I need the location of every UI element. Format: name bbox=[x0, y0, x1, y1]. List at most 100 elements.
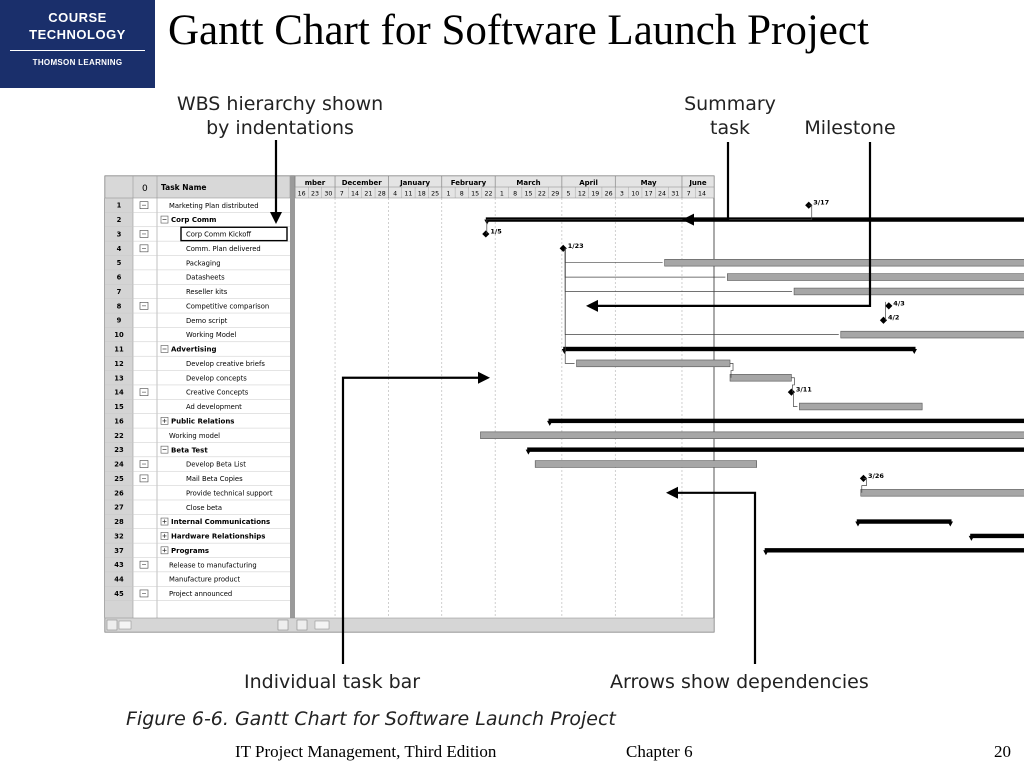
week-tick-label: 23 bbox=[311, 191, 319, 198]
dependency-arrow bbox=[486, 204, 813, 234]
month-label: April bbox=[579, 179, 598, 187]
week-tick-label: 5 bbox=[567, 191, 571, 198]
task-name: Programs bbox=[171, 547, 209, 555]
scroll-thumb-chart[interactable] bbox=[314, 620, 330, 630]
callout-wbs-hierarchy: WBS hierarchy shown by indentations bbox=[165, 92, 395, 140]
row-id: 3 bbox=[117, 230, 122, 238]
chart-scroll-left-button[interactable] bbox=[296, 619, 308, 631]
summary-bar bbox=[856, 519, 952, 524]
task-name: Develop creative briefs bbox=[186, 360, 265, 368]
week-tick-label: 8 bbox=[513, 191, 517, 198]
task-name: Creative Concepts bbox=[186, 389, 249, 397]
row-id: 32 bbox=[114, 532, 124, 540]
task-name: Ad development bbox=[186, 403, 242, 411]
task-name: Working model bbox=[169, 432, 220, 440]
week-tick-label: 22 bbox=[538, 191, 546, 198]
scroll-left-button[interactable] bbox=[106, 619, 118, 631]
task-name: Mail Beta Copies bbox=[186, 475, 243, 483]
task-name: Marketing Plan distributed bbox=[169, 202, 259, 210]
task-name: Competitive comparison bbox=[186, 302, 269, 310]
logo-line-2: TECHNOLOGY bbox=[29, 27, 126, 42]
row-id: 15 bbox=[114, 403, 124, 411]
week-tick-label: 26 bbox=[605, 191, 613, 198]
month-label: December bbox=[342, 179, 383, 187]
pointer-summary-line bbox=[694, 142, 730, 221]
pane-splitter bbox=[290, 176, 295, 632]
milestone-marker bbox=[879, 316, 888, 324]
summary-bar-left-cap bbox=[525, 449, 532, 455]
task-name: Datasheets bbox=[186, 274, 225, 282]
callout-summary-task: Summary task bbox=[670, 92, 790, 140]
week-tick-label: 1 bbox=[446, 191, 450, 198]
row-id: 16 bbox=[114, 417, 124, 425]
summary-bar-left-cap bbox=[547, 420, 553, 426]
week-tick-label: 19 bbox=[591, 191, 599, 198]
month-label: March bbox=[516, 179, 540, 187]
task-name: Develop concepts bbox=[186, 374, 247, 382]
week-tick-label: 17 bbox=[645, 191, 653, 198]
row-id: 11 bbox=[114, 345, 124, 353]
row-id: 14 bbox=[114, 389, 124, 397]
milestone-marker bbox=[787, 388, 795, 396]
milestone-date-label: 1/23 bbox=[568, 242, 584, 250]
task-name: Manufacture product bbox=[169, 576, 240, 584]
milestone-date-label: 4/3 bbox=[893, 299, 904, 307]
milestone-date-label: 3/11 bbox=[796, 386, 812, 394]
task-name: Advertising bbox=[171, 346, 217, 354]
callout-summary-line-2: task bbox=[710, 117, 750, 139]
task-name: Corp Comm bbox=[171, 216, 216, 224]
summary-bar-right-cap bbox=[947, 521, 954, 527]
row-id: 7 bbox=[117, 288, 122, 296]
week-tick-label: 25 bbox=[431, 191, 439, 198]
row-id: 2 bbox=[117, 216, 122, 224]
week-tick-label: 28 bbox=[378, 191, 386, 198]
week-tick-label: 7 bbox=[340, 191, 344, 198]
row-id: 13 bbox=[114, 374, 124, 382]
dependency-arrow bbox=[793, 392, 798, 407]
callout-summary-line-1: Summary bbox=[684, 93, 776, 115]
row-id: 44 bbox=[114, 576, 124, 584]
row-id: 10 bbox=[114, 331, 124, 339]
scroll-thumb-table[interactable] bbox=[118, 620, 132, 630]
summary-bar-left-cap bbox=[855, 521, 861, 527]
dependency-arrow bbox=[861, 478, 867, 493]
milestone-date-label: 1/5 bbox=[490, 227, 502, 235]
scroll-right-button[interactable] bbox=[277, 619, 289, 631]
task-name: Hardware Relationships bbox=[171, 533, 265, 541]
logo-line-3: THOMSON LEARNING bbox=[32, 58, 123, 67]
task-name: Demo script bbox=[186, 317, 228, 325]
pointer-wbs-arrowhead bbox=[270, 212, 282, 224]
row-id: 22 bbox=[114, 432, 124, 440]
callout-wbs-line-2: by indentations bbox=[206, 117, 354, 139]
month-label: June bbox=[688, 179, 707, 187]
callout-dependencies: Arrows show dependencies bbox=[610, 671, 869, 693]
week-tick-label: 22 bbox=[484, 191, 492, 198]
summary-bar-right-cap bbox=[911, 348, 917, 354]
week-tick-label: 8 bbox=[460, 191, 464, 198]
row-id: 8 bbox=[117, 302, 122, 310]
logo-line-1: COURSE bbox=[48, 10, 107, 25]
callout-milestone: Milestone bbox=[804, 117, 896, 139]
week-tick-label: 21 bbox=[364, 191, 372, 198]
task-name: Working Model bbox=[186, 331, 236, 339]
footer-chapter: Chapter 6 bbox=[626, 742, 693, 761]
pointer-taskbar-arrowhead bbox=[478, 371, 490, 384]
footer-page-number: 20 bbox=[994, 742, 1011, 761]
row-id: 37 bbox=[114, 547, 124, 555]
milestone-date-label: 4/2 bbox=[888, 314, 899, 322]
summary-bar bbox=[970, 533, 1024, 539]
row-id: 27 bbox=[114, 504, 124, 512]
week-tick-label: 29 bbox=[551, 191, 559, 198]
summary-bar-left-cap bbox=[968, 535, 975, 541]
footer-book-title: IT Project Management, Third Edition bbox=[235, 742, 497, 761]
milestone-marker bbox=[482, 230, 490, 238]
row-id: 9 bbox=[117, 317, 122, 325]
row-id: 5 bbox=[117, 259, 122, 267]
row-id: 12 bbox=[114, 360, 124, 368]
logo-divider bbox=[10, 50, 145, 51]
milestone-marker bbox=[885, 302, 893, 310]
summary-bar-left-cap bbox=[763, 550, 769, 556]
week-tick-label: 1 bbox=[500, 191, 504, 198]
month-label: February bbox=[451, 179, 487, 187]
